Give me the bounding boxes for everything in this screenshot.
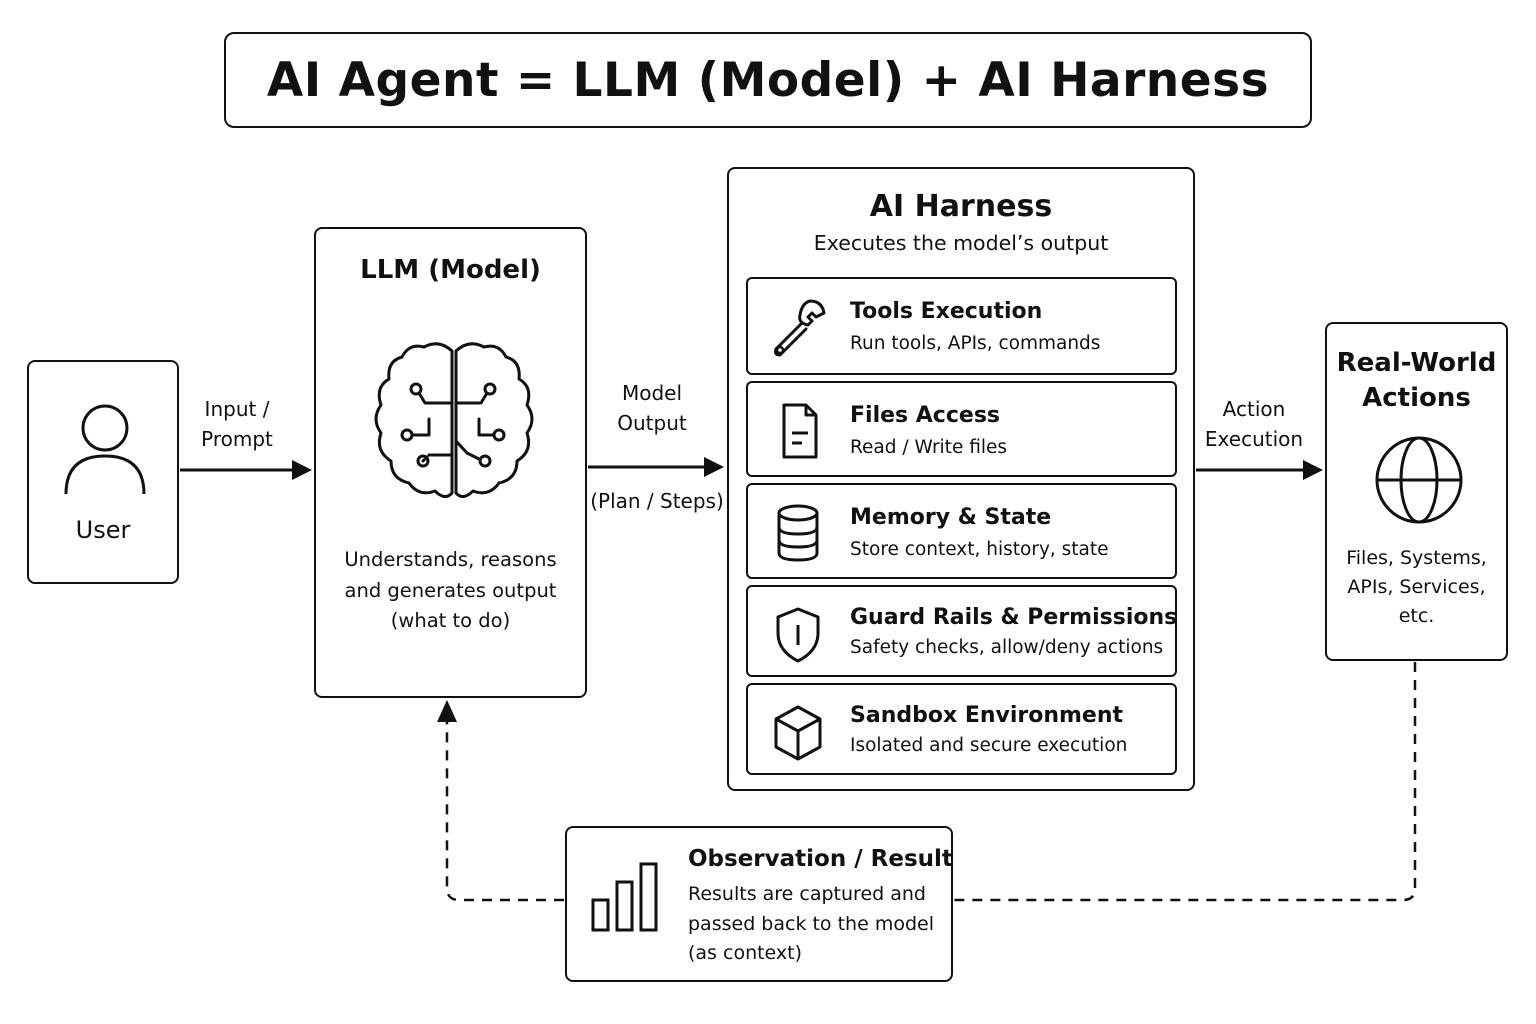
- real-world-title-line1: Real-World: [1336, 348, 1497, 378]
- input-label-line2: Prompt: [201, 427, 273, 451]
- harness-box: AI Harness Executes the model’s output T…: [727, 167, 1195, 791]
- card-description: Isolated and secure execution: [850, 735, 1128, 756]
- wrench-icon: [774, 299, 826, 357]
- card-title: Guard Rails & Permissions: [850, 605, 1178, 630]
- observation-desc-line3: (as context): [688, 942, 803, 964]
- card-title: Memory & State: [850, 505, 1052, 530]
- database-icon: [777, 504, 819, 562]
- file-icon: [782, 403, 818, 459]
- real-world-desc-line2: APIs, Services,: [1347, 576, 1486, 598]
- harness-card-memory: Memory & State Store context, history, s…: [746, 483, 1177, 579]
- action-label-line2: Execution: [1204, 427, 1304, 451]
- arrow-harness-to-real-world: [1196, 460, 1323, 480]
- harness-title: AI Harness: [869, 189, 1053, 224]
- input-prompt-label: Input / Prompt: [187, 394, 287, 454]
- llm-desc-line1: Understands, reasons: [344, 548, 557, 571]
- harness-card-files: Files Access Read / Write files: [746, 381, 1177, 477]
- card-title: Tools Execution: [850, 299, 1043, 324]
- observation-desc-line2: passed back to the model: [688, 912, 934, 935]
- arrow-llm-to-harness: [588, 457, 724, 477]
- real-world-desc-line1: Files, Systems,: [1346, 547, 1487, 569]
- card-description: Store context, history, state: [850, 539, 1109, 560]
- model-output-line2: Output: [617, 411, 687, 435]
- input-label-line1: Input /: [204, 397, 270, 421]
- plan-steps-label: (Plan / Steps): [590, 489, 724, 513]
- action-label-line1: Action: [1222, 397, 1286, 421]
- diagram-title: AI Agent = LLM (Model) + AI Harness: [266, 52, 1270, 108]
- shield-icon: [776, 607, 820, 663]
- bar-chart-icon: [591, 862, 658, 932]
- real-world-title-line2: Actions: [1362, 383, 1471, 413]
- real-world-title: Real-World Actions: [1327, 346, 1506, 416]
- observation-title: Observation / Result: [688, 846, 953, 872]
- real-world-desc-line3: etc.: [1398, 605, 1435, 627]
- brain-circuit-icon: [374, 342, 534, 498]
- harness-card-sandbox: Sandbox Environment Isolated and secure …: [746, 683, 1177, 775]
- globe-icon: [1375, 436, 1463, 524]
- llm-desc-line3: (what to do): [390, 609, 511, 632]
- real-world-box: Real-World Actions Files, Systems, APIs,…: [1325, 322, 1508, 661]
- cube-icon: [774, 705, 822, 761]
- user-box: User: [27, 360, 179, 584]
- llm-description: Understands, reasons and generates outpu…: [316, 545, 585, 637]
- harness-card-guardrails: Guard Rails & Permissions Safety checks,…: [746, 585, 1177, 677]
- llm-desc-line2: and generates output: [344, 578, 557, 602]
- model-output-line1: Model: [621, 381, 683, 405]
- model-output-label: Model Output: [600, 378, 704, 438]
- harness-card-tools: Tools Execution Run tools, APIs, command…: [746, 277, 1177, 375]
- card-description: Run tools, APIs, commands: [850, 333, 1101, 354]
- user-label: User: [75, 516, 131, 544]
- llm-box: LLM (Model) Understands, reasons and gen: [314, 227, 587, 698]
- observation-description: Results are captured and passed back to …: [688, 880, 948, 969]
- real-world-description: Files, Systems, APIs, Services, etc.: [1327, 544, 1506, 631]
- observation-box: Observation / Result Results are capture…: [565, 826, 953, 982]
- title-box: AI Agent = LLM (Model) + AI Harness: [224, 32, 1312, 128]
- card-title: Files Access: [850, 403, 1001, 428]
- llm-title: LLM (Model): [360, 255, 541, 285]
- card-title: Sandbox Environment: [850, 703, 1124, 728]
- card-description: Safety checks, allow/deny actions: [850, 637, 1164, 658]
- arrow-user-to-llm: [180, 460, 312, 480]
- harness-subtitle: Executes the model’s output: [813, 231, 1109, 255]
- user-icon: [64, 404, 146, 495]
- observation-desc-line1: Results are captured and: [688, 883, 926, 905]
- card-description: Read / Write files: [850, 437, 1008, 458]
- action-execution-label: Action Execution: [1200, 394, 1308, 454]
